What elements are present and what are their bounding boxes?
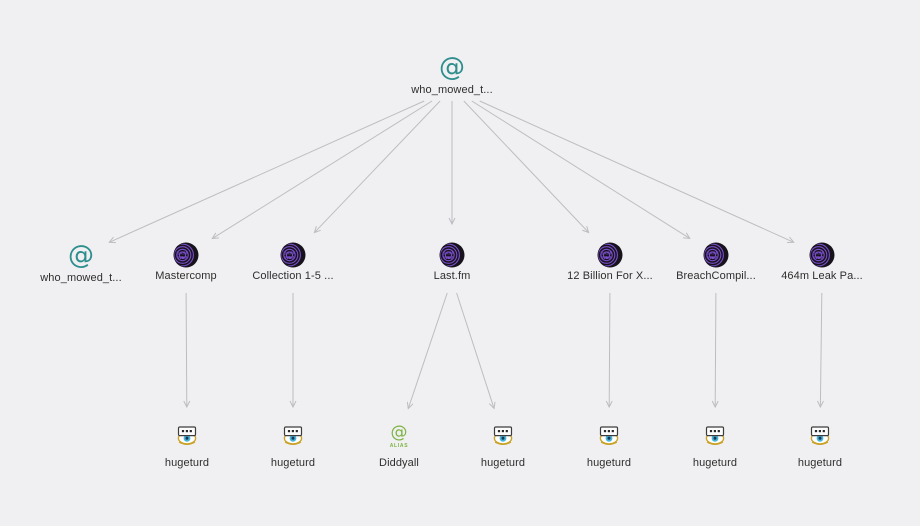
svg-text:DARK: DARK [600, 250, 612, 255]
svg-text:WEB: WEB [708, 255, 718, 260]
node-pw2[interactable]: hugeturd [228, 426, 358, 469]
password-eye-icon [175, 426, 199, 446]
edge-root-mastercomp [211, 100, 433, 240]
node-label: Last.fm [433, 270, 471, 282]
node-root[interactable]: @who_mowed_t... [387, 52, 517, 97]
edge-root-collection [313, 100, 441, 234]
password-eye-icon [597, 426, 621, 446]
node-label: 464m Leak Pa... [781, 270, 863, 282]
node-label: who_mowed_t... [40, 272, 122, 284]
node-label: Collection 1-5 ... [252, 270, 334, 282]
password-eye-icon [491, 426, 515, 446]
node-label: hugeturd [797, 457, 843, 469]
password-eye-icon [281, 426, 305, 446]
edge-breachcomp-pw5 [711, 292, 719, 409]
node-pw6[interactable]: hugeturd [755, 426, 885, 469]
node-label: hugeturd [586, 457, 632, 469]
svg-text:WEB: WEB [444, 255, 454, 260]
alias-at-icon: @ [435, 52, 469, 83]
edge-root-billion12 [463, 100, 590, 234]
node-label: hugeturd [692, 457, 738, 469]
svg-text:@: @ [391, 423, 408, 443]
edge-lastfm-pw3 [456, 292, 496, 410]
edge-root-leak464m [479, 100, 795, 244]
node-label: hugeturd [164, 457, 210, 469]
svg-text:@: @ [439, 53, 465, 83]
svg-text:DARK: DARK [442, 250, 454, 255]
svg-text:DARK: DARK [283, 250, 295, 255]
node-label: BreachCompil... [676, 270, 756, 282]
svg-text:ALIAS: ALIAS [390, 443, 409, 449]
node-pw5[interactable]: hugeturd [650, 426, 780, 469]
node-diddyall[interactable]: @ALIAS Diddyall [334, 421, 464, 470]
edge-mastercomp-pw1 [183, 292, 191, 409]
svg-text:WEB: WEB [285, 255, 295, 260]
svg-text:DARK: DARK [176, 250, 188, 255]
edge-root-breachcomp [471, 100, 691, 240]
node-label: hugeturd [480, 457, 526, 469]
password-eye-icon [808, 426, 832, 446]
svg-text:@: @ [68, 241, 94, 271]
node-label: 12 Billion For X... [567, 270, 653, 282]
alias-at-green-icon: @ALIAS [382, 421, 416, 451]
svg-text:WEB: WEB [814, 255, 824, 260]
node-pw4[interactable]: hugeturd [544, 426, 674, 469]
edge-billion12-pw4 [605, 292, 613, 409]
svg-text:WEB: WEB [178, 255, 188, 260]
svg-text:DARK: DARK [812, 250, 824, 255]
edge-lastfm-diddyall [406, 292, 448, 410]
node-alias2[interactable]: @who_mowed_t... [16, 240, 146, 285]
svg-text:WEB: WEB [602, 255, 612, 260]
node-label: hugeturd [270, 457, 316, 469]
node-label: Mastercomp [155, 270, 217, 282]
node-label: Diddyall [379, 457, 419, 469]
svg-text:DARK: DARK [706, 250, 718, 255]
node-pw1[interactable]: hugeturd [122, 426, 252, 469]
edge-leak464m-pw6 [816, 292, 824, 409]
node-label: who_mowed_t... [411, 84, 493, 96]
node-pw3[interactable]: hugeturd [438, 426, 568, 469]
password-eye-icon [703, 426, 727, 446]
alias-at-icon: @ [64, 240, 98, 271]
edge-root-alias2 [108, 100, 425, 244]
